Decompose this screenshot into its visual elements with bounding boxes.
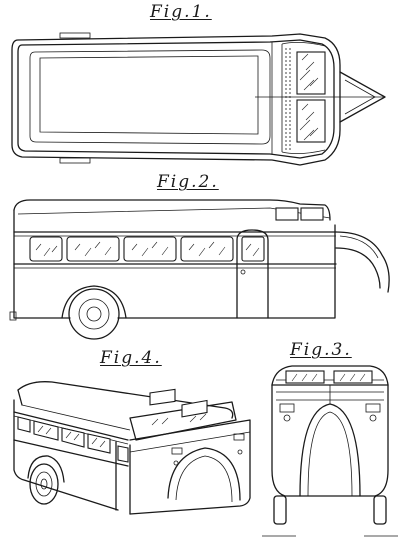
fig-4-label: Fig.4. [100, 348, 162, 368]
fig-2-label: Fig.2. [157, 172, 219, 192]
fig-3-label: Fig.3. [290, 340, 352, 360]
fig-1-label: Fig.1. [150, 2, 212, 22]
